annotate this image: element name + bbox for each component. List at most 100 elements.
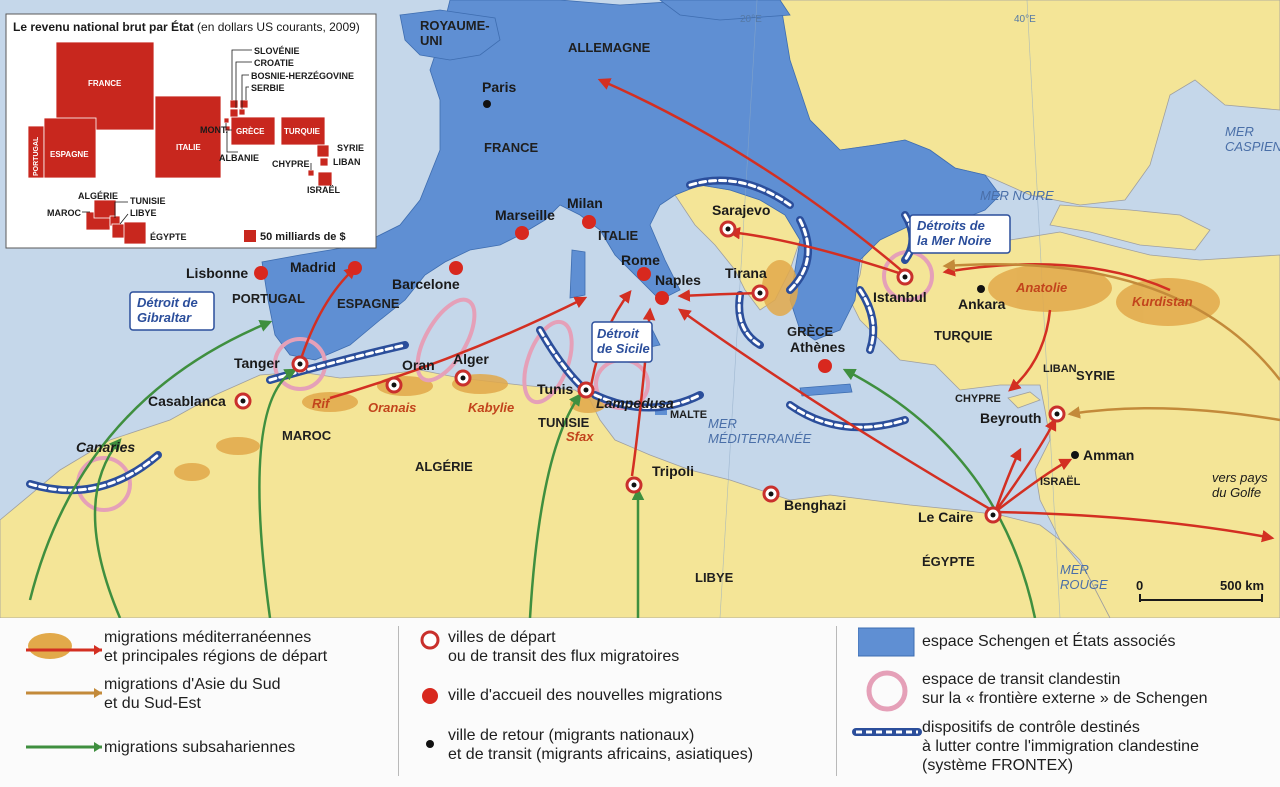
legend-symbol-frontex: [852, 728, 922, 736]
label-tanger: Tanger: [234, 355, 280, 371]
inset-label-portugal: PORTUGAL: [33, 136, 40, 176]
marker-istanbul-dot: [902, 274, 908, 280]
legend-text-depart: villes de départ ou de transit des flux …: [448, 629, 680, 665]
inset-label-liban: LIBAN: [333, 157, 361, 167]
label-paris: Paris: [482, 79, 516, 95]
legend-text-asia: migrations d'Asie du Sud et du Sud-Est: [104, 676, 281, 712]
marker-barcelone: [449, 261, 463, 275]
legend-text-retour: ville de retour (migrants nationaux) et …: [448, 727, 754, 763]
inset-box-croatie: [229, 108, 239, 118]
legend-symbol-retour: [426, 740, 434, 748]
inset-label-grece: GRÈCE: [236, 127, 265, 136]
marker-beyrouth-dot: [1054, 411, 1060, 417]
gni-inset: Le revenu national brut par État (en dol…: [5, 13, 377, 249]
label-tunis: Tunis: [537, 381, 574, 397]
marker-oran-dot: [391, 382, 397, 388]
legend-symbol-subsaharan: [26, 742, 102, 752]
label-maroc: MAROC: [282, 428, 332, 443]
inset-label-chypre: CHYPRE: [272, 159, 310, 169]
inset-label-turquie: TURQUIE: [284, 127, 321, 136]
label-oran: Oran: [402, 357, 435, 373]
label-canaries: Canaries: [76, 439, 135, 455]
schengen-sardinia: [569, 249, 586, 299]
inset-label-tunisie: TUNISIE: [130, 196, 166, 206]
marker-rome: [637, 267, 651, 281]
inset-box-italie: [154, 95, 222, 179]
marker-tanger-dot: [297, 361, 303, 367]
inset-box-syrie: [316, 144, 330, 158]
label-le-caire: Le Caire: [918, 509, 973, 525]
label-kabylie: Kabylie: [468, 400, 514, 415]
longitude-40e: 40°E: [1014, 14, 1036, 25]
inset-label-albanie: ALBANIE: [219, 153, 259, 163]
inset-label-espagne: ESPAGNE: [50, 150, 89, 159]
region-anatolie: [988, 264, 1112, 312]
label-egypte: ÉGYPTE: [922, 554, 975, 569]
legend-text-accueil: ville d'accueil des nouvelles migrations: [448, 687, 723, 704]
land-caucasus: [1049, 204, 1211, 251]
label-alger: Alger: [453, 351, 489, 367]
region-morocco-south-2: [216, 437, 260, 455]
inset-scale-swatch: [244, 230, 256, 242]
inset-box-albanie: [224, 125, 231, 132]
label-portugal: PORTUGAL: [232, 291, 305, 306]
label-chypre: CHYPRE: [955, 393, 1001, 405]
inset-label-maroc: MAROC: [47, 208, 81, 218]
region-kurdistan: [1116, 278, 1220, 326]
inset-box-turquie: [280, 116, 326, 146]
label-grece: GRÈCE: [787, 324, 834, 339]
label-royaume-uni: ROYAUME-UNI: [420, 18, 490, 48]
marker-sarajevo-dot: [725, 226, 731, 232]
label-milan: Milan: [567, 195, 603, 211]
legend-text-subsaharan: migrations subsahariennes: [104, 739, 296, 756]
marker-milan: [582, 215, 596, 229]
legend-symbol-depart: [420, 630, 440, 650]
marker-paris: [483, 100, 491, 108]
label-istanbul: Istanbul: [873, 289, 927, 305]
inset-scale-label: 50 milliards de $: [260, 231, 346, 243]
label-liban: LIBAN: [1043, 363, 1077, 375]
asia-migration-arrows: [942, 259, 1280, 422]
label-amman: Amman: [1083, 447, 1134, 463]
marker-amman: [1071, 451, 1079, 459]
legend-symbol-asia: [26, 688, 102, 698]
inset-label-syrie: SYRIE: [337, 143, 364, 153]
subsaharan-migration-arrows: [28, 320, 1037, 618]
marker-alger-dot: [460, 375, 466, 381]
inset-label-israel: ISRAËL: [307, 185, 341, 195]
city-markers: [234, 100, 1079, 524]
label-mer-caspienne: MERCASPIENNE: [1225, 124, 1280, 154]
inset-box-serbie: [239, 99, 249, 109]
legend-text-mediterranean: migrations méditerranéennes et principal…: [104, 629, 328, 665]
marker-madrid: [348, 261, 362, 275]
migration-map: 20°E 40°E: [0, 0, 1280, 618]
inset-label-croatie: CROATIE: [254, 58, 294, 68]
marker-ankara: [977, 285, 985, 293]
inset-label-mont: MONT.: [200, 125, 228, 135]
label-marseille: Marseille: [495, 207, 555, 223]
longitude-20e: 20°E: [740, 14, 762, 25]
label-lisbonne: Lisbonne: [186, 265, 248, 281]
label-sarajevo: Sarajevo: [712, 202, 770, 218]
region-albania: [762, 260, 798, 316]
label-tripoli: Tripoli: [652, 463, 694, 479]
label-israel: ISRAËL: [1040, 475, 1081, 488]
mediterranean-migration-arrows: [298, 78, 1275, 543]
label-athenes: Athènes: [790, 339, 845, 355]
marker-tunis-dot: [583, 387, 589, 393]
marker-le-caire-dot: [990, 512, 996, 518]
map-legend: migrations méditerranéennes et principal…: [0, 618, 1280, 787]
inset-box-espagne: [43, 117, 97, 179]
inset-box-slovenie: [229, 99, 239, 109]
inset-label-egypte: ÉGYPTE: [150, 232, 187, 242]
label-beyrouth: Beyrouth: [980, 410, 1041, 426]
label-allemagne: ALLEMAGNE: [568, 40, 651, 55]
label-naples: Naples: [655, 272, 701, 288]
label-tunisie: TUNISIE: [538, 415, 590, 430]
region-morocco-south-1: [174, 463, 210, 481]
legend-text-transit: espace de transit clandestin sur la « fr…: [922, 671, 1208, 707]
